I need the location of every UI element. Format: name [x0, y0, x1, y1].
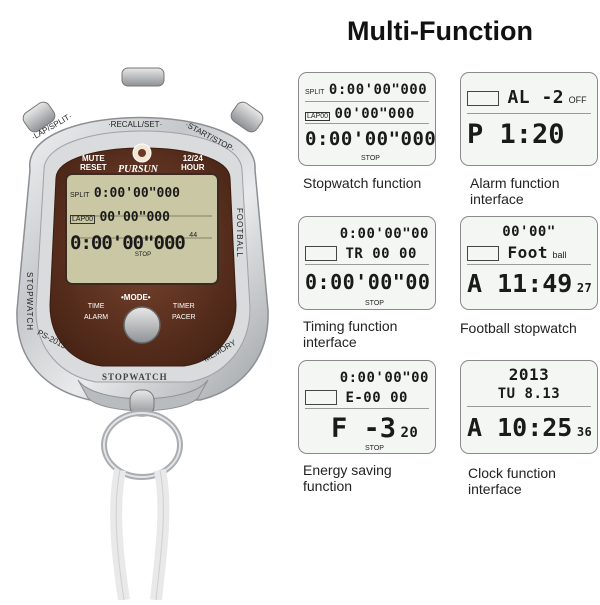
lap-split-button[interactable] — [22, 104, 54, 130]
panel-off-label: OFF — [568, 95, 587, 105]
start-stop-button[interactable] — [230, 104, 262, 130]
panel-row-3: A 11:49 — [467, 269, 573, 298]
panel-stop-label: STOP — [365, 300, 384, 307]
panel-row-2: TU 8.13 — [497, 386, 561, 402]
pacer-text: PACER — [172, 314, 196, 321]
stopwatch-device: ·LAP/SPLIT· ·RECALL/SET· ·START/STOP· MU… — [0, 60, 285, 601]
12-24-text: 12/24 — [182, 154, 203, 163]
panel-box — [305, 246, 337, 262]
stopwatch-plate-label: STOPWATCH — [102, 372, 168, 382]
panel-row-2: E-00 00 — [345, 390, 408, 406]
panel-row-3: A 10:25 — [467, 413, 573, 442]
reset-text: RESET — [80, 163, 107, 172]
lcd-panel-timing: 0:00'00"00 TR 00 00 0:00'00"00 STOP — [298, 216, 436, 310]
panel-row-2: TR 00 00 — [345, 246, 417, 262]
time-text: TIME — [87, 303, 105, 310]
hour-text: HOUR — [181, 163, 205, 172]
alarm-text: ALARM — [84, 314, 109, 321]
panel-row-1: AL -2 — [507, 87, 565, 108]
lcd-panel-alarm: AL -2 OFF P 1:20 — [460, 72, 598, 166]
panel-row-1: 0:00'00"00 — [339, 370, 429, 386]
mute-reset-label: MUTE RESET — [80, 154, 107, 172]
caption-stopwatch: Stopwatch function — [303, 175, 422, 191]
panel-row-2: 00'00"000 — [334, 106, 415, 122]
timer-text: TIMER — [172, 303, 195, 310]
lcd-row-2: 00'00"000 — [99, 210, 170, 225]
panel-row-1: 0:00'00"000 — [328, 82, 428, 98]
brand-logo: PURSUN — [118, 164, 159, 175]
page-title: Multi-Function — [347, 16, 533, 46]
recall-set-button[interactable] — [122, 68, 164, 86]
panel-sec: 36 — [576, 425, 593, 439]
panel-stop-label: STOP — [361, 155, 380, 162]
panel-lap-label: LAP00 — [305, 112, 331, 121]
stopwatch-illustration — [16, 67, 269, 601]
timer-pacer-label: TIMER PACER — [172, 301, 196, 323]
panel-sec: 20 — [400, 425, 419, 441]
caption-alarm: Alarm function interface — [470, 175, 560, 207]
caption-clock: Clock function interface — [468, 465, 556, 497]
mute-text: MUTE — [82, 154, 105, 163]
lcd-row-1: 0:00'00"000 — [93, 186, 180, 201]
panel-sec: 27 — [576, 281, 593, 295]
panel-split-label: SPLIT — [305, 89, 325, 96]
lcd-panel-energy: 0:00'00"00 E-00 00 F -3 20 STOP — [298, 360, 436, 454]
lcd-row-3: 0:00'00"000 — [70, 232, 186, 254]
mode-button[interactable] — [123, 307, 161, 345]
lcd-panel-stopwatch: SPLIT 0:00'00"000 LAP00 00'00"000 0:00'0… — [298, 72, 436, 166]
caption-football: Football stopwatch — [460, 320, 577, 336]
lcd-panel-clock: 2013 TU 8.13 A 10:25 36 — [460, 360, 598, 454]
side-stopwatch-label: STOPWATCH — [25, 272, 34, 332]
panel-row-2: Foot — [507, 243, 548, 262]
panel-row-3: 0:00'00"000 — [305, 128, 436, 150]
lcd-panel-football: 00'00" Foot ball A 11:49 27 — [460, 216, 598, 310]
watch-lcd: SPLIT 0:00'00"000 LAP00 00'00"000 0:00'0… — [70, 184, 216, 258]
split-label: SPLIT — [70, 192, 90, 199]
panel-row-1: 2013 — [508, 365, 550, 384]
mode-label: •MODE• — [121, 293, 151, 302]
time-alarm-label: TIME ALARM — [84, 301, 108, 323]
panel-box — [305, 390, 337, 406]
panel-row-1: 0:00'00"00 — [339, 226, 429, 242]
lcd-small-num: 44 — [189, 232, 198, 239]
panel-box — [467, 246, 499, 262]
side-football-label: FOOTBALL — [235, 208, 244, 258]
panel-row-1: 00'00" — [502, 224, 556, 240]
recall-set-label: ·RECALL/SET· — [108, 120, 163, 129]
caption-timing: Timing function interface — [303, 318, 398, 350]
panel-box — [467, 91, 499, 107]
caption-energy: Energy saving function — [303, 462, 392, 494]
lap-label: LAP00 — [70, 215, 96, 224]
panel-ball-label: ball — [552, 250, 567, 260]
lcd-stop-label: STOP — [134, 252, 152, 258]
panel-row-2: P 1:20 — [467, 119, 565, 150]
panel-row-3: F -3 — [331, 413, 397, 444]
panel-stop-label: STOP — [365, 445, 384, 452]
hour-label: 12/24 HOUR — [181, 154, 205, 172]
panel-row-3: 0:00'00"00 — [305, 270, 431, 294]
